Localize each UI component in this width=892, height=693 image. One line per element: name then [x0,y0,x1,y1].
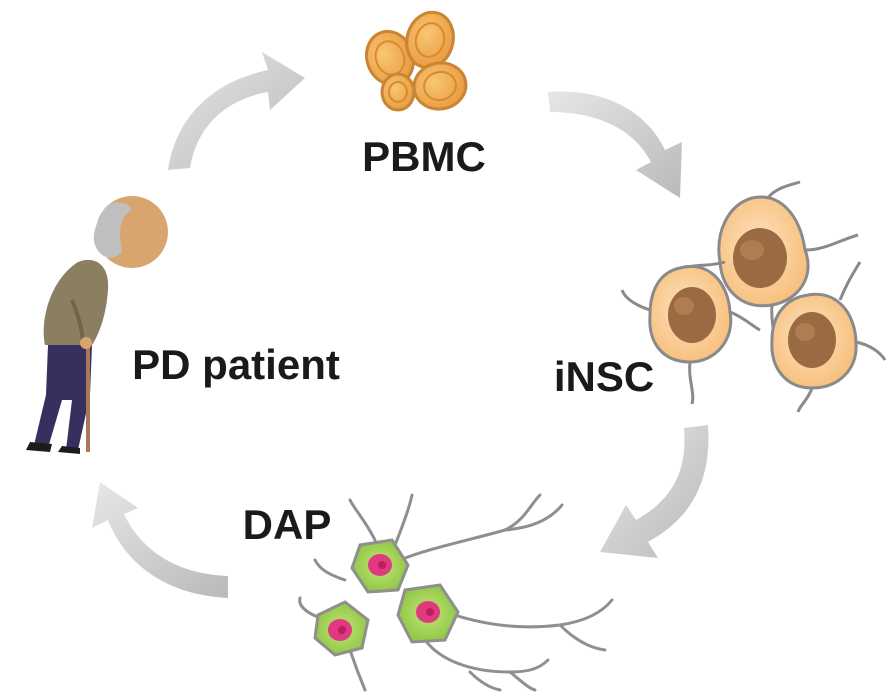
label-pd-patient: PD patient [132,341,340,388]
label-dap: DAP [243,501,332,548]
pbmc-cell [380,72,416,112]
pbmc-cell [405,10,455,70]
arrow-insc-to-dap [600,425,709,558]
pbmc-cells [364,10,468,112]
dap-neurons [298,493,614,692]
insc-cell [620,264,761,405]
arrow-dap-to-patient [92,482,228,598]
patient-figure [26,196,168,454]
dap-neuron [350,538,410,594]
insc-cell [770,261,887,413]
neurite-network [298,493,614,692]
dap-neuron [396,583,460,644]
label-insc: iNSC [554,353,654,400]
insc-cell [678,180,859,353]
pbmc-cell [412,61,468,111]
dap-neuron [313,600,370,657]
insc-cells [620,180,887,413]
arrow-pbmc-to-insc [548,91,682,198]
label-pbmc: PBMC [362,133,486,180]
arrow-patient-to-pbmc [168,52,305,170]
